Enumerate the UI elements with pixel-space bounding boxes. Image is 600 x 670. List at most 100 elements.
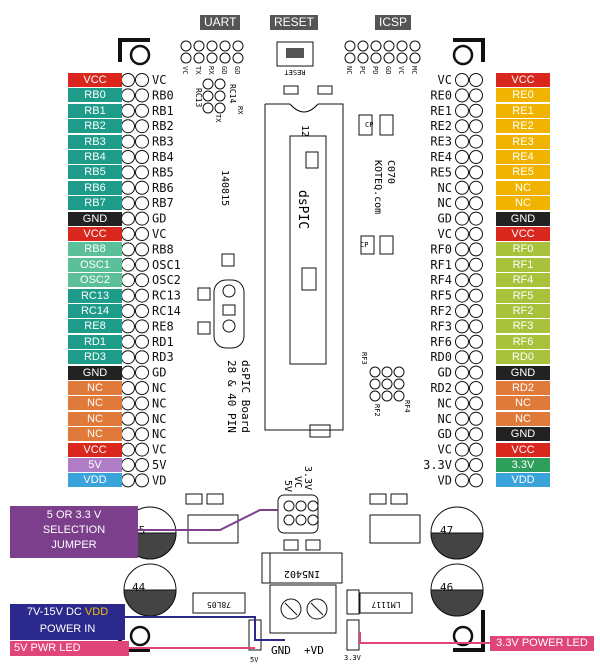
left-pin-pad [135, 257, 149, 272]
right-pin-pad [455, 350, 469, 365]
left-pin-name: VC [152, 443, 166, 457]
right-pin-name: GD [438, 427, 452, 441]
left-pin-name: RB8 [152, 242, 174, 256]
right-pin-pad [455, 427, 469, 442]
right-signal-label: RF5 [496, 288, 550, 303]
right-pin-pad [469, 304, 483, 318]
icsp-tag: ICSP [375, 15, 412, 30]
right-pin-name: GD [438, 212, 452, 226]
icsp-pin-pad [370, 52, 382, 64]
left-pin-name: VD [152, 473, 166, 487]
right-signal-label: RE0 [496, 88, 550, 103]
model-text: C070 [385, 160, 396, 184]
cp-label: CP [365, 121, 373, 129]
left-pin-name: RE8 [152, 319, 174, 333]
right-pin-pad [469, 473, 483, 488]
uart-pin-pad [193, 52, 205, 64]
left-signal-label: RB6 [68, 180, 122, 195]
left-pin-name: RC14 [152, 304, 181, 318]
left-pin-pad [135, 396, 149, 411]
right-pin-pad [469, 381, 483, 395]
diode-label: IN5402 [284, 568, 320, 579]
right-pin-pad [455, 319, 469, 334]
right-pin-name: RE1 [430, 104, 452, 118]
sel-5v-label: 5V [282, 480, 293, 492]
left-pin-pad [121, 103, 135, 118]
left-pin-pad [135, 273, 149, 288]
icsp-pin-name: PC [358, 66, 366, 74]
left-signal-label: VDD [68, 473, 122, 488]
uart-pin-pad [180, 40, 192, 52]
right-pin-name: RE5 [430, 165, 452, 179]
left-pin-pad [135, 134, 149, 149]
right-pin-pad [469, 103, 483, 118]
left-pin-name: NC [152, 381, 166, 395]
right-pin-pad [455, 88, 469, 103]
left-signal-label: RC13 [68, 288, 122, 303]
pwr33-led-callout: 3.3V POWER LED [490, 636, 594, 651]
icsp-pin-pad [396, 52, 408, 64]
rx-label: RX [236, 106, 244, 115]
capacitor-markers [197, 114, 394, 551]
left-signal-label: VCC [68, 227, 122, 241]
right-pin-name: VD [438, 473, 452, 487]
cap-44-label: 44 [132, 581, 146, 594]
left-pin-pad [121, 319, 135, 334]
right-pin-name: NC [438, 412, 452, 426]
right-signal-label: 3.3V [496, 458, 550, 472]
left-pin-name: RB5 [152, 165, 174, 179]
left-signal-label: OSC1 [68, 257, 122, 272]
uart-pin-pad [232, 40, 244, 52]
right-signal-label: NC [496, 411, 550, 426]
right-pin-name: VC [438, 227, 452, 241]
right-pin-pad [469, 273, 483, 288]
right-pin-pad [455, 381, 469, 395]
voltage-selection-jumper [277, 494, 319, 534]
led-5v-text: 5V [250, 656, 259, 664]
right-pin-pad [469, 180, 483, 195]
right-pin-name: RE3 [430, 135, 452, 149]
right-signal-label: VCC [496, 442, 550, 457]
left-pin-name: NC [152, 412, 166, 426]
led-33v-text: 3.3V [344, 654, 362, 662]
rf-jumper-pads [369, 366, 405, 402]
uart-pin-pad [206, 52, 218, 64]
right-pin-pad [455, 458, 469, 472]
right-pin-pad [469, 442, 483, 457]
right-pin-name: RF5 [430, 289, 452, 303]
left-pin-name: NC [152, 427, 166, 441]
left-pin-pad [121, 411, 135, 426]
crystal-oscillator [213, 279, 245, 349]
right-pin-pad [455, 180, 469, 195]
right-pin-pad [469, 150, 483, 164]
right-pin-pad [469, 427, 483, 442]
left-pin-name: GD [152, 366, 166, 380]
left-pin-pad [135, 319, 149, 334]
right-pin-pad [469, 458, 483, 472]
right-pin-pad [455, 396, 469, 411]
right-pin-pad [469, 257, 483, 272]
left-pin-pad [135, 103, 149, 118]
left-signal-label: OSC2 [68, 273, 122, 288]
right-signal-label: NC [496, 196, 550, 211]
left-signal-label: RE8 [68, 319, 122, 334]
right-pin-pad [469, 134, 483, 149]
left-pin-pad [135, 458, 149, 472]
left-pin-pad [121, 365, 135, 380]
right-pin-name: RE2 [430, 119, 452, 133]
right-pin-name: RD0 [430, 350, 452, 364]
left-pin-name: VC [152, 227, 166, 241]
right-pin-pad [469, 165, 483, 180]
left-pin-pad [121, 442, 135, 457]
left-pin-pad [121, 150, 135, 164]
left-pin-pad [121, 196, 135, 211]
right-pin-pad [455, 365, 469, 380]
left-signal-label: RD1 [68, 334, 122, 349]
right-signal-label: GND [496, 365, 550, 380]
right-pin-pad [455, 211, 469, 226]
right-pin-name: RF2 [430, 304, 452, 318]
right-pin-pad [455, 103, 469, 118]
left-signal-label: RB8 [68, 242, 122, 257]
uart-pin-name: RX [207, 66, 215, 75]
